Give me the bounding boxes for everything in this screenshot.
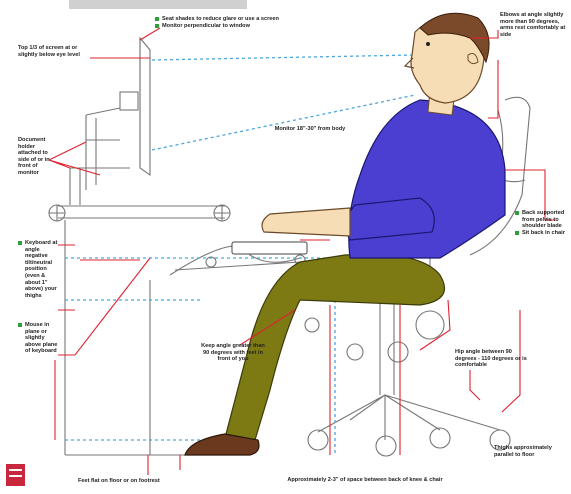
desk-surface	[58, 206, 225, 218]
knee-angle-label: Keep angle greater than 90 degrees with …	[198, 343, 268, 363]
back-support-1: Back supported from pelvis to shoulder b…	[515, 210, 571, 230]
back-support-label: Back supported from pelvis to shoulder b…	[515, 210, 571, 236]
document-holder-label: Document holder attached to side of or i…	[18, 137, 50, 177]
chair-column	[380, 290, 394, 395]
monitor-arm	[86, 108, 120, 190]
person-figure	[185, 13, 505, 455]
screen-height-label: Top 1/3 of screen at or slightly below e…	[18, 45, 90, 58]
keyboard	[232, 242, 307, 254]
desk-leg	[65, 220, 210, 455]
forearm	[262, 208, 350, 236]
monitor-distance-label: Monitor 18"-30" from body	[270, 126, 350, 133]
keyboard-text: Keyboard at angle negative tilt/neutral …	[18, 240, 58, 299]
monitor-box	[120, 92, 138, 110]
monitor-stand	[70, 168, 130, 205]
mouse-text: Mouse in plane or slightly above plane o…	[18, 322, 58, 355]
keyboard-label: Keyboard at angle negative tilt/neutral …	[18, 240, 58, 299]
hip-angle-label: Hip angle between 90 degrees - 110 degre…	[455, 349, 527, 369]
chair-base	[318, 395, 500, 440]
screen-tips: Seat shades to reduce glare or use a scr…	[155, 16, 305, 29]
screen-tip-2: Monitor perpendicular to window	[155, 23, 305, 30]
thighs-label: Thighs approximately parallel to floor	[494, 445, 554, 458]
screen-tip-1: Seat shades to reduce glare or use a scr…	[155, 16, 305, 23]
elbows-label: Elbows at angle slightly more than 90 de…	[500, 12, 566, 38]
feet-label: Feet flat on floor or on footrest	[78, 478, 198, 485]
knee-space-label: Approximately 2-3" of space between back…	[285, 477, 445, 484]
mouse-label: Mouse in plane or slightly above plane o…	[18, 322, 58, 355]
back-support-2: Sit back in chair	[515, 230, 571, 237]
brand-logo	[6, 464, 25, 486]
